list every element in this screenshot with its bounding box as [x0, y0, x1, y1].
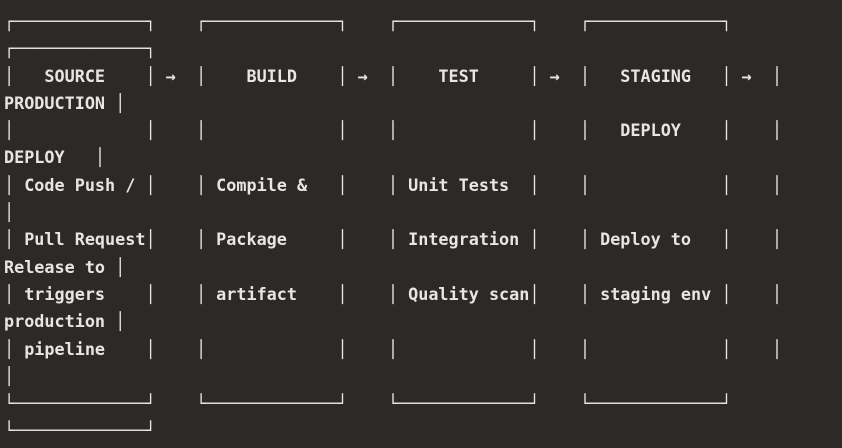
diagram-line-wrapped-production-label: PRODUCTION │ — [4, 92, 126, 113]
diagram-line-stage-titles: │ SOURCE │ → │ BUILD │ → │ TEST │ → │ ST… — [4, 65, 782, 86]
diagram-line-wrapped-pipe-1: │ — [4, 202, 15, 223]
diagram-line-descriptions-4: │ pipeline │ │ │ │ │ │ │ │ — [4, 338, 782, 359]
diagram-line-wrapped-production-text: production │ — [4, 311, 126, 332]
diagram-line-wrapped-deploy-label: DEPLOY │ — [4, 147, 106, 168]
diagram-line-staging-deploy-label: │ │ │ │ │ │ │ DEPLOY │ │ — [4, 120, 782, 141]
diagram-line-wrapped-release-to: Release to │ — [4, 256, 126, 277]
diagram-line-wrapped-production-box-top: ┌─────────────┐ — [4, 38, 156, 59]
diagram-line-box-bottoms: └─────────────┘ └─────────────┘ └───────… — [4, 393, 732, 414]
diagram-line-descriptions-1: │ Code Push / │ │ Compile & │ │ Unit Tes… — [4, 174, 782, 195]
diagram-line-wrapped-pipe-2: │ — [4, 365, 15, 386]
diagram-line-descriptions-3: │ triggers │ │ artifact │ │ Quality scan… — [4, 283, 782, 304]
diagram-line-descriptions-2: │ Pull Request│ │ Package │ │ Integratio… — [4, 229, 782, 250]
diagram-line-wrapped-production-box-bottom: └─────────────┘ — [4, 420, 156, 441]
diagram-line-box-tops: ┌─────────────┐ ┌─────────────┐ ┌───────… — [4, 11, 732, 31]
